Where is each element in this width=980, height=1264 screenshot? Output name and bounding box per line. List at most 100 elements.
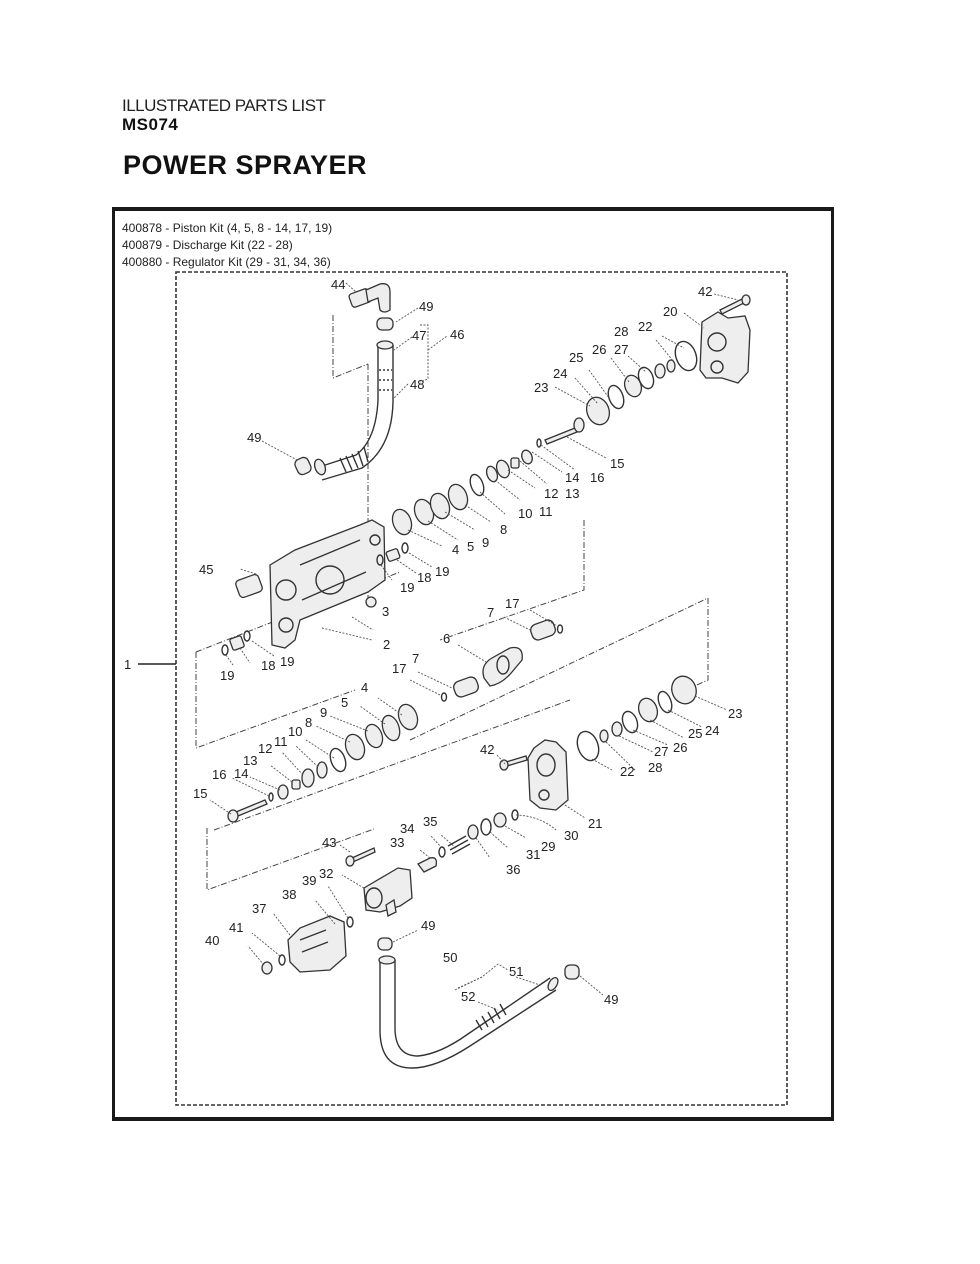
callout-49: 49 xyxy=(247,430,261,445)
model-number: MS074 xyxy=(122,115,179,134)
callout-34: 34 xyxy=(400,821,414,836)
callout-44: 44 xyxy=(331,277,345,292)
callout-46: 46 xyxy=(450,327,464,342)
callout-24: 24 xyxy=(553,366,567,381)
part-upper-piston-seals xyxy=(391,417,585,536)
callout-50: 50 xyxy=(443,950,457,965)
callout-42: 42 xyxy=(698,284,712,299)
callout-45: 45 xyxy=(199,562,213,577)
callout-19: 19 xyxy=(220,668,234,683)
callout-2: 2 xyxy=(383,637,390,652)
callout-11: 11 xyxy=(274,734,288,749)
callout-25: 25 xyxy=(569,350,583,365)
part-20-valve-head xyxy=(699,294,751,384)
callout-7: 7 xyxy=(412,651,419,666)
callout-23: 23 xyxy=(534,380,548,395)
callout-21: 21 xyxy=(588,816,602,831)
callout-4: 4 xyxy=(452,542,459,557)
callout-3: 3 xyxy=(382,604,389,619)
callout-26: 26 xyxy=(673,740,687,755)
part-44-elbow-fitting xyxy=(348,283,391,313)
callout-5: 5 xyxy=(467,539,474,554)
kit-discharge: 400879 - Discharge Kit (22 - 28) xyxy=(122,238,293,252)
callout-19: 19 xyxy=(435,564,449,579)
callout-9: 9 xyxy=(320,705,327,720)
kit-list: 400878 - Piston Kit (4, 5, 8 - 14, 17, 1… xyxy=(122,220,332,271)
callout-39: 39 xyxy=(302,873,316,888)
part-37-cover xyxy=(287,915,347,973)
callout-18: 18 xyxy=(261,658,275,673)
axis-lower xyxy=(213,699,571,831)
part-49-clamp-lower xyxy=(377,937,393,951)
outline-discharge-right xyxy=(689,598,709,689)
outline-fitting xyxy=(332,315,369,379)
callout-30: 30 xyxy=(564,828,578,843)
assembly-callout: 1 xyxy=(124,657,131,672)
part-2-manifold xyxy=(269,519,386,649)
callout-27: 27 xyxy=(614,342,628,357)
callout-9: 9 xyxy=(482,535,489,550)
callout-52: 52 xyxy=(461,989,475,1004)
callout-10: 10 xyxy=(518,506,532,521)
part-49-clamp-left xyxy=(294,456,312,476)
assembly-boundary xyxy=(175,271,788,1106)
callout-49: 49 xyxy=(604,992,618,1007)
callout-24: 24 xyxy=(705,723,719,738)
callout-27: 27 xyxy=(654,744,668,759)
leader-lines xyxy=(209,282,739,1011)
part-46-hose-upper xyxy=(313,340,394,481)
callout-47: 47 xyxy=(412,328,426,343)
callout-16: 16 xyxy=(590,470,604,485)
part-upper-discharge-valve xyxy=(585,340,698,426)
callout-20: 20 xyxy=(663,304,677,319)
document-subtitle: ILLUSTRATED PARTS LIST xyxy=(122,96,326,115)
callout-28: 28 xyxy=(614,324,628,339)
callout-12: 12 xyxy=(544,486,558,501)
callout-37: 37 xyxy=(252,901,266,916)
callout-7: 7 xyxy=(487,605,494,620)
callout-29: 29 xyxy=(541,839,555,854)
callout-51: 51 xyxy=(509,964,523,979)
part-17-ring-b xyxy=(556,624,564,634)
callout-19: 19 xyxy=(280,654,294,669)
outline-lower-left xyxy=(206,828,375,891)
axis-discharge xyxy=(409,597,709,741)
callout-18: 18 xyxy=(417,570,431,585)
part-40-nut xyxy=(261,961,273,975)
callout-19: 19 xyxy=(400,580,414,595)
part-42-bolt-lower xyxy=(499,755,528,771)
part-regulator-stack xyxy=(417,809,519,873)
kit-piston: 400878 - Piston Kit (4, 5, 8 - 14, 17, 1… xyxy=(122,221,333,235)
part-17-ring-a xyxy=(440,692,448,702)
page-title: POWER SPRAYER xyxy=(123,150,368,180)
callout-26: 26 xyxy=(592,342,606,357)
callout-31: 31 xyxy=(526,847,540,862)
part-7-wrist-pin xyxy=(453,619,556,698)
callout-28: 28 xyxy=(648,760,662,775)
part-21-valve-head xyxy=(527,739,569,811)
callout-25: 25 xyxy=(688,726,702,741)
callout-6: 6 xyxy=(443,631,450,646)
kit-regulator: 400880 - Regulator Kit (29 - 31, 34, 36) xyxy=(122,255,331,269)
outline-piston-left xyxy=(195,652,356,749)
callout-15: 15 xyxy=(193,786,207,801)
callout-17: 17 xyxy=(392,661,406,676)
callout-15: 15 xyxy=(610,456,624,471)
part-41-washer xyxy=(278,954,286,966)
callout-16: 16 xyxy=(212,767,226,782)
callout-8: 8 xyxy=(305,715,312,730)
callout-48: 48 xyxy=(410,377,424,392)
part-6-connecting-rod xyxy=(482,646,523,687)
part-49-clamp-top xyxy=(376,317,394,331)
outline-piston-right xyxy=(439,520,585,641)
callout-13: 13 xyxy=(243,753,257,768)
callout-40: 40 xyxy=(205,933,219,948)
callout-36: 36 xyxy=(506,862,520,877)
callout-42: 42 xyxy=(480,742,494,757)
callout-11: 11 xyxy=(539,504,553,519)
callout-22: 22 xyxy=(638,319,652,334)
callouts: 44 49 47 46 48 49 42 20 28 22 26 27 25 2… xyxy=(193,277,742,1007)
callout-23: 23 xyxy=(728,706,742,721)
diagram-frame xyxy=(112,207,834,1121)
